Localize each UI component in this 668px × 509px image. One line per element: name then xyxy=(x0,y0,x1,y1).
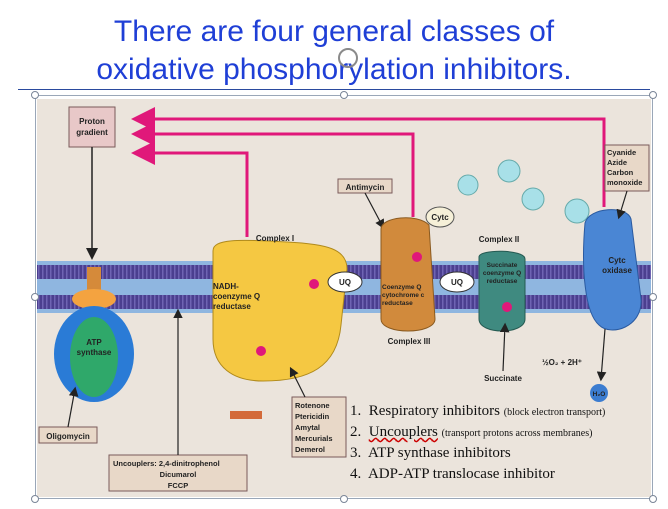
resize-handle-top-right[interactable] xyxy=(649,91,657,99)
cyanide-label-2: Azide xyxy=(607,158,627,167)
slide-title-line-1: There are four general classes of xyxy=(113,15,555,48)
proton-gradient-label-1: Proton xyxy=(79,117,105,126)
antimycin-arrow xyxy=(364,192,385,230)
proton-arrow-cyt-oxidase xyxy=(131,107,606,207)
succinate-arrow xyxy=(499,322,510,372)
complex-iii-label-3: reductase xyxy=(382,300,413,307)
complex-i-fe-s-icon xyxy=(309,279,319,289)
item-1-note: (block electron transport) xyxy=(503,407,606,418)
antimycin-label: Antimycin xyxy=(346,183,385,192)
item-4-number: 4. xyxy=(350,466,362,482)
complex-iii-shape xyxy=(380,217,436,332)
uq-2-oval xyxy=(439,271,475,293)
resize-handle-top[interactable] xyxy=(340,91,348,99)
slide-title-line-2: oxidative phosphorylation inhibitors. xyxy=(96,53,572,86)
rotenone-label-2: Ptericidin xyxy=(295,412,330,421)
uncouplers-label-3: FCCP xyxy=(168,481,188,490)
atp-synthase-f1-core xyxy=(70,317,118,397)
uq-1-label: UQ xyxy=(339,278,351,287)
proton-arrow-complex-i xyxy=(131,141,249,237)
uq-2-label: UQ xyxy=(451,278,463,287)
resize-handle-left[interactable] xyxy=(31,293,39,301)
cytc-top-oval xyxy=(425,206,455,228)
inhibitor-item-4: 4. ADP-ATP translocase inhibitor xyxy=(350,466,605,487)
rotenone-label-5: Demerol xyxy=(295,445,325,454)
cyt-oxidase-shape xyxy=(583,209,642,331)
resize-handle-bottom[interactable] xyxy=(340,495,348,503)
item-2-number: 2. xyxy=(350,424,362,440)
atp-synthase-f0 xyxy=(72,289,116,309)
uncouplers-label-2: Dicumarol xyxy=(160,470,197,479)
complex-ii-label-2: coenzyme Q xyxy=(483,270,521,277)
proton-gradient-label-2: gradient xyxy=(76,128,108,137)
item-1-number: 1. xyxy=(350,403,362,419)
rotate-handle-icon[interactable] xyxy=(338,48,358,68)
cyanide-arrow xyxy=(616,190,628,220)
rotenone-label-4: Mercurials xyxy=(295,434,333,443)
inhibitor-item-1: 1. Respiratory inhibitors (block electro… xyxy=(350,403,605,424)
resize-handle-right[interactable] xyxy=(649,293,657,301)
complex-ii-label-1: Succinate xyxy=(487,262,518,269)
inhibitor-list: 1. Respiratory inhibitors (block electro… xyxy=(350,403,605,487)
uncouplers-label-1: Uncouplers: 2,4-dinitrophenol xyxy=(113,459,220,468)
rotenone-label-1: Rotenone xyxy=(295,401,330,410)
oxygen-label: ½O₂ + 2H⁺ xyxy=(542,358,582,367)
nadh-entry-icon xyxy=(230,411,262,419)
complex-ii-label: Complex II xyxy=(479,235,519,244)
rotenone-label-3: Amytal xyxy=(295,423,320,432)
atp-synthase-label-1: ATP xyxy=(86,338,102,347)
complex-iii-label-1: Coenzyme Q xyxy=(382,284,421,291)
resize-handle-bottom-right[interactable] xyxy=(649,495,657,503)
complex-ii-shape xyxy=(478,250,526,332)
water-label: H₂O xyxy=(593,391,606,398)
nadh-label-2: coenzyme Q xyxy=(213,292,260,301)
oligomycin-arrow xyxy=(67,386,79,428)
complex-ii-fad-icon xyxy=(502,302,512,312)
nadh-label-1: NADH- xyxy=(213,282,239,291)
cyanide-label-4: monoxide xyxy=(607,178,642,187)
cytc-carrier-4-icon xyxy=(564,198,590,224)
cyt-oxidase-label-2: oxidase xyxy=(602,266,632,275)
etc-diagram-image[interactable]: Proton gradient ATP synthase Oligomycin … xyxy=(37,99,651,497)
succinate-label: Succinate xyxy=(484,374,522,383)
uncouplers-box xyxy=(108,454,248,492)
atp-synthase-label-2: synthase xyxy=(77,348,112,357)
complex-iii-heme-icon xyxy=(412,252,422,262)
item-4-name: ADP-ATP translocase inhibitor xyxy=(367,466,555,482)
cytc-carrier-3-icon xyxy=(521,187,545,211)
cytc-carrier-2-icon xyxy=(497,159,521,183)
item-3-name: ATP synthase inhibitors xyxy=(367,445,511,461)
oligomycin-label: Oligomycin xyxy=(46,432,90,441)
title-underline xyxy=(18,89,650,90)
uq-1-oval xyxy=(327,271,363,293)
complex-i-label: Complex I xyxy=(256,234,294,243)
item-3-number: 3. xyxy=(350,445,362,461)
complex-iii-label-2: cytochrome c xyxy=(382,292,425,299)
etc-diagram-svg: Proton gradient ATP synthase Oligomycin … xyxy=(37,106,651,492)
cyanide-label-3: Carbon xyxy=(607,168,634,177)
item-2-note: (transport protons across membranes) xyxy=(441,428,593,439)
cyanide-label-1: Cyanide xyxy=(607,148,636,157)
complex-i-shape xyxy=(212,239,348,382)
item-1-name: Respiratory inhibitors xyxy=(368,403,500,419)
cytc-top-label: Cytc xyxy=(431,213,449,222)
nadh-label-3: reductase xyxy=(213,302,251,311)
rotenone-box xyxy=(291,396,347,458)
complex-iii-caption: Complex III xyxy=(388,337,431,346)
water-molecule-icon xyxy=(590,384,608,402)
oxygen-arrow xyxy=(596,328,607,382)
complex-i-fmn-icon xyxy=(256,346,266,356)
inhibitor-item-2: 2. Uncouplers (transport protons across … xyxy=(350,424,605,445)
rotenone-arrow xyxy=(289,366,306,398)
resize-handle-top-left[interactable] xyxy=(31,91,39,99)
item-2-name: Uncouplers xyxy=(368,424,438,440)
inhibitor-item-3: 3. ATP synthase inhibitors xyxy=(350,445,605,466)
complex-ii-label-3: reductase xyxy=(487,278,518,285)
proton-arrow-complex-iii xyxy=(131,122,415,217)
cyt-oxidase-label-1: Cytc xyxy=(608,256,626,265)
resize-handle-bottom-left[interactable] xyxy=(31,495,39,503)
cytc-carrier-1-icon xyxy=(457,174,479,196)
